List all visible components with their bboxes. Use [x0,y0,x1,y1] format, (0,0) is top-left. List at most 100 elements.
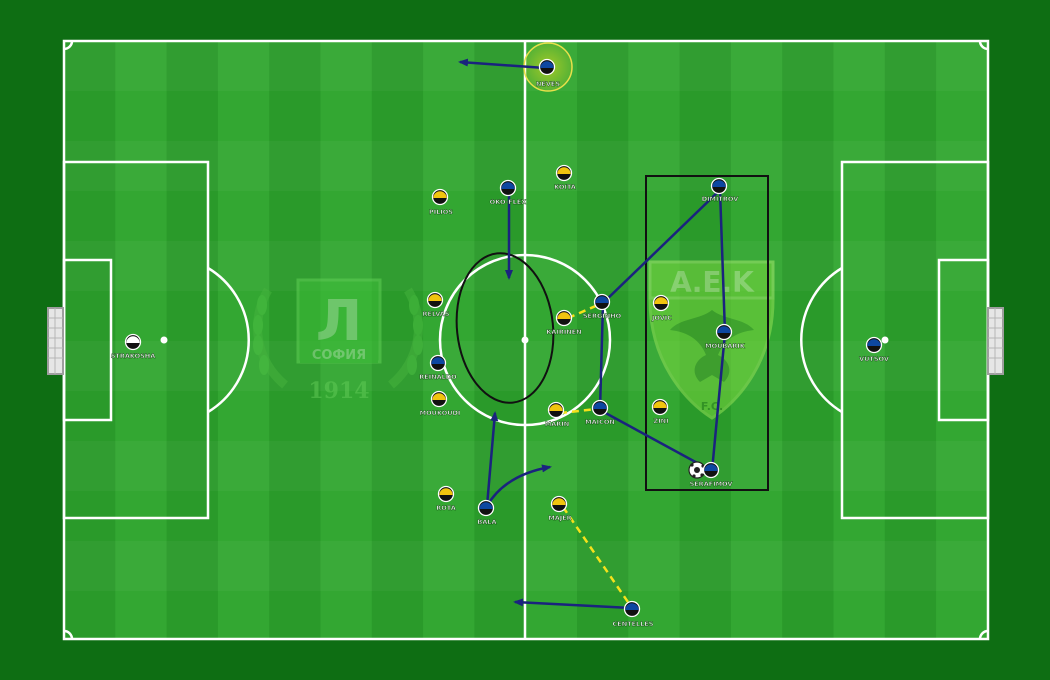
player-token-top [549,404,563,411]
grass-stripe [474,41,527,639]
player-bala[interactable]: BALA [477,499,497,527]
grass-stripe [525,41,578,639]
space-ellipse [455,252,555,404]
levski-crest: Л СОФИЯ 1914 [253,278,423,404]
player-token-top [433,191,447,198]
players-layer: STRAKOSHA NEVES OKO-FLEX KOITA PILIOS RELVAS R… [111,58,889,629]
player-koita[interactable]: KOITA [554,164,576,192]
player-token-top [625,603,639,610]
player-moubarik[interactable]: MOUBARIK [705,323,746,351]
player-token-top [704,464,718,471]
grass-stripe [936,41,988,639]
player-name: OKO-FLEX [490,198,527,206]
player-name: RELVAS [423,310,450,318]
player-token-top [428,294,442,301]
player-oko-flex[interactable]: OKO-FLEX [489,179,527,207]
crest-right-suffix: F.C. [701,400,723,413]
player-name: REINALDO [419,373,457,381]
player-name: DIMITROV [702,195,739,203]
player-kairinen[interactable]: KAIRINEN [546,309,582,337]
player-dimitrov[interactable]: DIMITROV [702,177,739,204]
grass-stripe [115,41,168,639]
player-neves[interactable]: NEVES [536,58,561,89]
right-penalty-spot [881,336,889,344]
grass-stripe [423,41,475,639]
player-rota[interactable]: ROTA [436,485,456,513]
player-maicon[interactable]: MAICON [585,399,615,427]
player-token-top [540,61,554,68]
right-penalty-arc [800,266,843,414]
player-relvas[interactable]: RELVAS [422,291,450,319]
player-marin[interactable]: MARIN [545,401,569,429]
player-name: MAICON [585,418,615,426]
right-goal [987,307,1004,375]
run-arrow-centelles [513,598,632,610]
player-token-top [867,339,881,346]
pass-line-majer-centelles [561,506,632,606]
player-token-top [557,312,571,319]
center-spot [521,336,529,344]
player-jovic[interactable]: JOVIC [651,294,672,323]
left-penalty-arc [207,266,250,414]
player-token-top [654,297,668,304]
player-vutsov[interactable]: VUTSOV [859,336,889,364]
movement-lines [458,58,727,610]
crest-left-year: 1914 [308,378,369,404]
player-name: ROTA [436,504,456,512]
player-token-top [593,402,607,409]
grass-stripe [166,41,219,639]
player-token-top [126,336,140,343]
crest-left-word: СОФИЯ [312,348,366,363]
player-serafimov[interactable]: SERAFIMOV [689,461,733,489]
player-token-top [557,167,571,174]
player-majer[interactable]: MAJER [548,495,572,523]
player-moukoudi[interactable]: MOUKOUDI [419,390,461,418]
grass-stripe [884,41,937,639]
player-token-top [717,326,731,333]
player-name: NEVES [536,80,560,88]
aek-crest: Α.Ε.Κ F.C. [648,260,775,420]
player-name: JOVIC [651,314,672,322]
player-token-top [501,182,515,189]
player-name: VUTSOV [859,355,889,363]
player-token-top [432,393,446,400]
grass-stripes [64,41,988,639]
player-token-top [552,498,566,505]
player-name: KAIRINEN [546,328,581,336]
player-token-top [595,296,609,303]
player-token-top [479,502,493,509]
player-name: CENTELLES [613,620,654,628]
player-strakosha[interactable]: STRAKOSHA [111,333,156,361]
center-circle [438,253,612,427]
run-arrow-bala [485,411,499,507]
curve-arrow-bala [485,464,552,507]
player-centelles[interactable]: CENTELLES [612,600,654,629]
pass-lines [559,303,632,606]
ball-icon [688,461,706,479]
player-token-top [653,401,667,408]
player-name: MOUKOUDI [420,409,461,417]
player-zini[interactable]: ZINI [651,398,669,426]
player-token-top [712,180,726,187]
link-line-chain [598,187,727,474]
player-name: MARIN [545,420,569,428]
player-name: MAJER [548,514,571,522]
player-name: MOUBARIK [705,342,746,350]
crest-left-letter: Л [316,289,363,354]
pass-line-kairinen-serginho [567,303,599,320]
player-token-top [439,488,453,495]
player-name: SERGINHO [583,312,622,320]
player-name: STRAKOSHA [111,352,156,360]
player-name: SERAFIMOV [690,480,733,488]
highlight-zone [645,175,769,491]
crest-right-word: Α.Ε.Κ [670,266,755,299]
player-serginho[interactable]: SERGINHO [583,293,622,321]
player-name: ZINI [654,417,669,425]
player-pilios[interactable]: PILIOS [429,188,453,217]
player-reinaldo[interactable]: REINALDO [419,354,457,382]
player-name: KOITA [554,183,576,191]
left-goal [47,307,64,375]
pass-line-marin-maicon [559,407,598,415]
grass-stripe [782,41,834,639]
